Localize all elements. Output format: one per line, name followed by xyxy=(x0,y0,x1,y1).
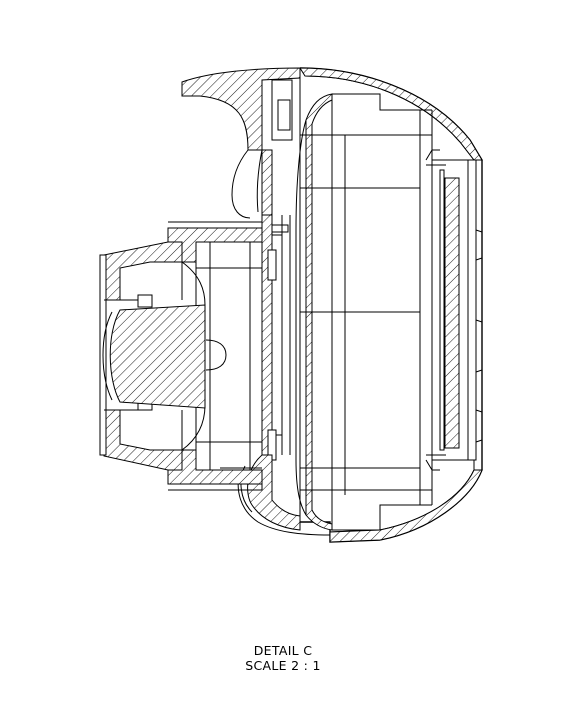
lens-holder xyxy=(99,221,263,491)
holder-detail-lines xyxy=(196,241,262,471)
outer-housing xyxy=(299,67,483,543)
lens xyxy=(102,304,227,409)
detail-scale: SCALE 2 : 1 xyxy=(245,658,321,673)
detail-label: DETAIL C xyxy=(253,643,313,658)
right-plate xyxy=(425,149,483,471)
upper-hook xyxy=(181,67,301,219)
vertical-wall xyxy=(261,214,291,461)
inner-cylinder xyxy=(295,78,433,531)
